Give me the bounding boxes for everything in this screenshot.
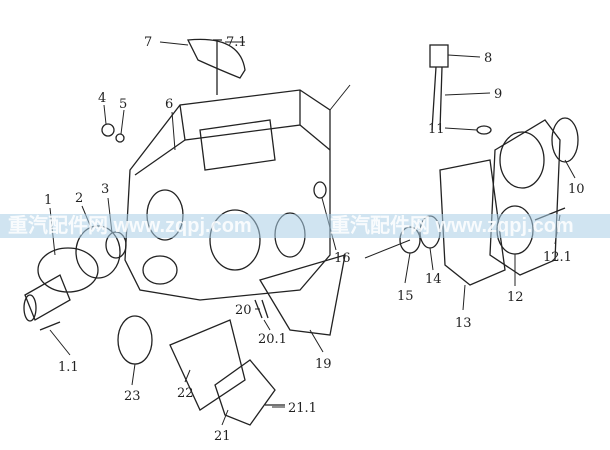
bolt-7-1 <box>213 39 222 95</box>
watermark-band: 重汽配件网 www.zqpj.com 重汽配件网 www.zqpj.com <box>0 214 610 238</box>
cover-23 <box>117 315 153 365</box>
label-12: 12 <box>507 290 524 305</box>
label-4: 4 <box>98 91 106 106</box>
ring-10 <box>551 117 579 163</box>
label-15: 15 <box>397 289 414 304</box>
label-23: 23 <box>124 389 141 404</box>
label-3: 3 <box>101 182 109 197</box>
label-21: 21 <box>214 429 231 444</box>
label-7: 7 <box>144 35 152 50</box>
label-10: 10 <box>568 182 585 197</box>
label-2: 2 <box>75 191 83 206</box>
label-5: 5 <box>119 97 127 112</box>
label-21-1: 21.1 <box>288 401 317 416</box>
label-20: 20 <box>235 303 252 318</box>
label-1: 1 <box>44 193 52 208</box>
label-11: 11 <box>428 122 445 137</box>
label-22: 22 <box>177 386 194 401</box>
label-16: 16 <box>334 251 351 266</box>
plug-16 <box>313 181 327 199</box>
label-19: 19 <box>315 357 332 372</box>
plug-4 <box>101 123 115 137</box>
label-6: 6 <box>165 97 173 112</box>
seal-11 <box>476 125 492 135</box>
label-8: 8 <box>484 51 492 66</box>
gasket-13 <box>439 159 506 286</box>
label-1-1: 1.1 <box>58 360 79 375</box>
label-7-1: 7.1 <box>226 35 247 50</box>
washer-5 <box>115 133 125 143</box>
label-14: 14 <box>425 272 442 287</box>
cover-21 <box>214 359 276 426</box>
label-12-1: 12.1 <box>543 250 572 265</box>
cover-part-7 <box>186 38 246 79</box>
watermark-text-left: 重汽配件网 www.zqpj.com <box>8 215 252 237</box>
label-20-1: 20.1 <box>258 332 287 347</box>
label-9: 9 <box>494 87 502 102</box>
bolt-1-1 <box>39 321 61 331</box>
front-cover-1 <box>23 247 99 322</box>
label-13: 13 <box>455 316 472 331</box>
sensor-part-8-9 <box>429 44 449 131</box>
watermark-text-right: 重汽配件网 www.zqpj.com <box>330 215 574 237</box>
gasket-22 <box>169 319 246 411</box>
gasket-19 <box>259 254 346 336</box>
